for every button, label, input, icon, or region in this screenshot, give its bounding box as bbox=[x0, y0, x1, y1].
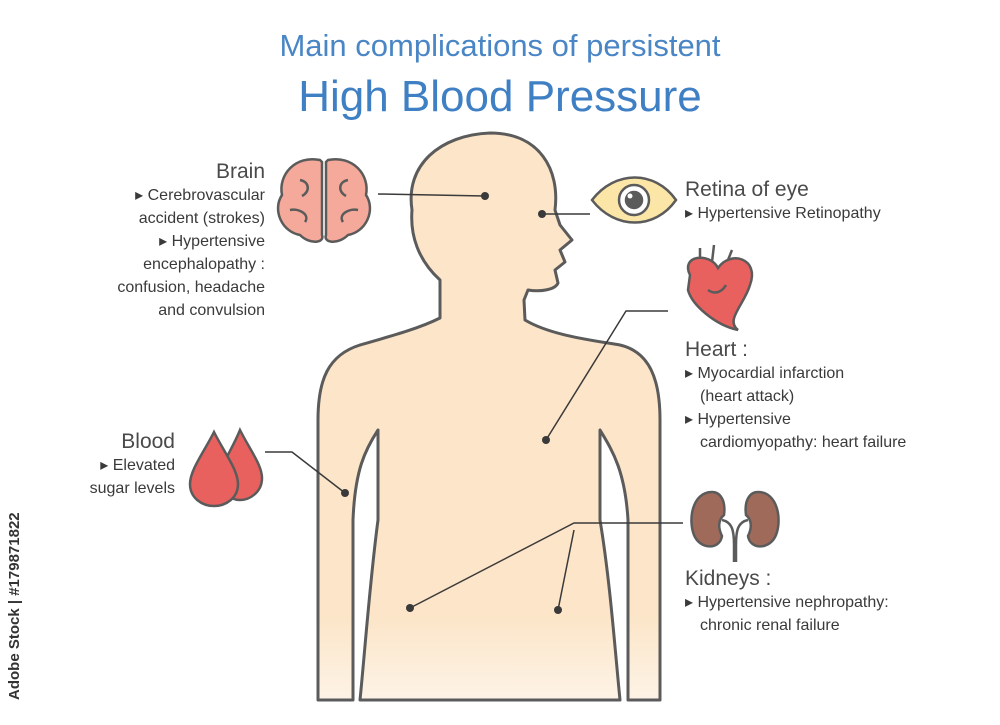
brain-icon bbox=[276, 157, 372, 243]
brain-line: ▸ Hypertensive bbox=[159, 233, 265, 250]
brain-heading: Brain bbox=[215, 160, 265, 183]
kidney-pointer-line-left bbox=[409, 522, 683, 609]
eye-icon bbox=[590, 176, 678, 224]
diagram-subtitle: Main complications of persistent bbox=[279, 28, 721, 63]
blood-drops-icon bbox=[188, 426, 264, 508]
brain-pointer-line bbox=[377, 193, 486, 197]
heart-pointer-line bbox=[545, 310, 668, 441]
brain-line: encephalopathy : bbox=[143, 256, 265, 273]
human-body-silhouette bbox=[316, 131, 662, 702]
kidney-pointer-line-right bbox=[557, 529, 575, 611]
brain-line: accident (strokes) bbox=[138, 210, 265, 227]
kidneys-label-block: Kidneys : ▸ Hypertensive nephropathy: ch… bbox=[685, 567, 889, 637]
blood-line: sugar levels bbox=[89, 480, 175, 497]
heart-line: cardiomyopathy: heart failure bbox=[700, 434, 907, 451]
kidneys-heading: Kidneys : bbox=[685, 567, 772, 590]
kidneys-line: chronic renal failure bbox=[700, 617, 840, 634]
brain-line: and convulsion bbox=[158, 302, 265, 319]
diagram-title: High Blood Pressure bbox=[298, 72, 702, 121]
heart-heading: Heart : bbox=[685, 338, 749, 361]
eye-line: ▸ Hypertensive Retinopathy bbox=[685, 205, 881, 222]
blood-pointer-line bbox=[265, 451, 346, 494]
heart-label-block: Heart : ▸ Myocardial infarction (heart a… bbox=[685, 338, 906, 454]
blood-label-block: Blood ▸ Elevated sugar levels bbox=[40, 430, 175, 500]
kidneys-line: ▸ Hypertensive nephropathy: bbox=[685, 594, 889, 611]
blood-line: ▸ Elevated bbox=[100, 457, 175, 474]
pointer-dots bbox=[341, 192, 562, 614]
eye-label-block: Retina of eye ▸ Hypertensive Retinopathy bbox=[685, 178, 881, 225]
brain-label-block: Brain ▸ Cerebrovascular accident (stroke… bbox=[40, 160, 265, 322]
heart-line: ▸ Myocardial infarction bbox=[685, 365, 845, 382]
kidneys-icon bbox=[690, 490, 780, 562]
stock-watermark: Adobe Stock | #179871822 bbox=[6, 512, 23, 700]
heart-line: (heart attack) bbox=[700, 388, 795, 405]
blood-heading: Blood bbox=[121, 430, 175, 453]
eye-heading: Retina of eye bbox=[685, 178, 809, 201]
brain-line: ▸ Cerebrovascular bbox=[135, 187, 265, 204]
pointer-lines bbox=[265, 193, 683, 611]
heart-icon bbox=[686, 244, 754, 332]
heart-line: ▸ Hypertensive bbox=[685, 411, 791, 428]
brain-line: confusion, headache bbox=[117, 279, 265, 296]
